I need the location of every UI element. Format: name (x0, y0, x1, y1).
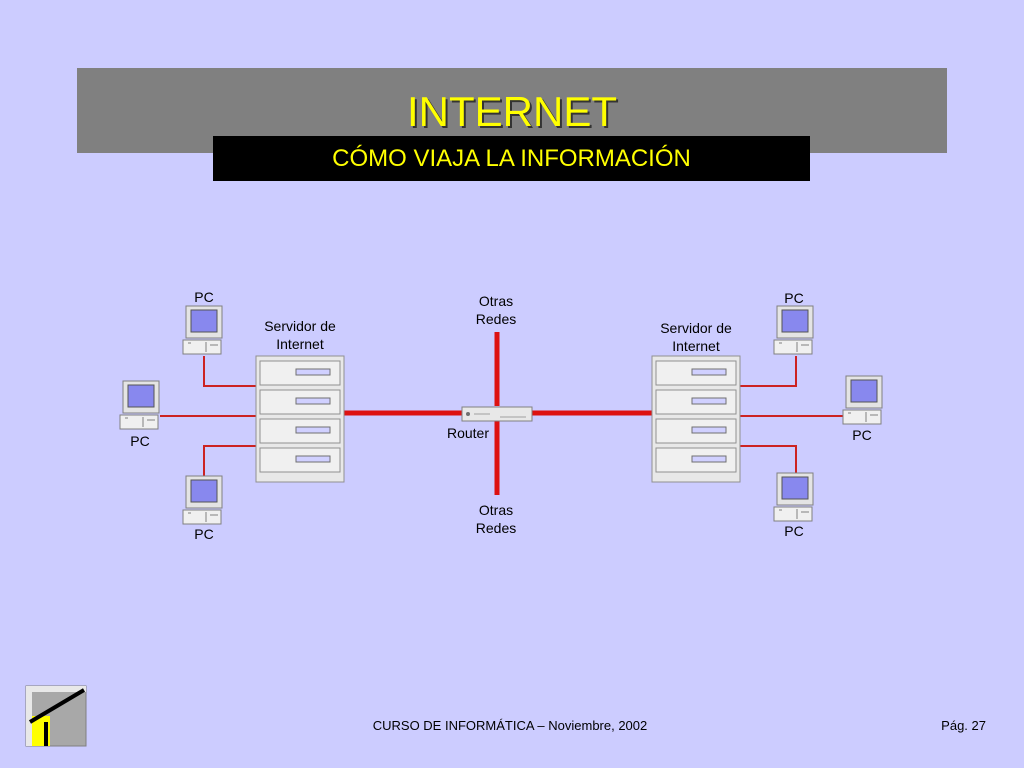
slide-title: INTERNET (407, 88, 617, 135)
label-line: Otras (478, 293, 514, 309)
logo-icon (25, 685, 87, 747)
label-line: Redes (475, 311, 517, 327)
router-icon (461, 406, 533, 422)
pc-label: PC (784, 523, 804, 539)
pc-label: PC (194, 526, 214, 542)
pc-icon (842, 375, 883, 425)
page-number: Pág. 27 (941, 718, 986, 733)
label-line: Internet (672, 338, 720, 354)
label-line: Servidor de (264, 318, 336, 334)
pc-label: PC (194, 289, 214, 305)
pc-label: PC (784, 290, 804, 306)
pc-icon (119, 380, 160, 430)
left-wires (160, 356, 256, 476)
pc-label: PC (852, 427, 872, 443)
pc-icon (182, 305, 223, 355)
backbone-links (344, 332, 652, 495)
pc-icon (182, 475, 223, 525)
pc-label: PC (130, 433, 150, 449)
subtitle-box (213, 136, 810, 181)
pc-icon (773, 305, 814, 355)
right-server-label: Servidor de Internet (644, 319, 748, 355)
footer-course: CURSO DE INFORMÁTICA – Noviembre, 2002 (372, 718, 648, 733)
label-line: Redes (475, 520, 517, 536)
left-server-label: Servidor de Internet (248, 317, 352, 353)
other-networks-bottom-label: Otras Redes (456, 501, 536, 537)
router-label: Router (446, 425, 490, 441)
left-server-icon (255, 355, 345, 483)
pc-icon (773, 472, 814, 522)
label-line: Otras (478, 502, 514, 518)
label-line: Servidor de (660, 320, 732, 336)
right-wires (740, 356, 846, 476)
other-networks-top-label: Otras Redes (456, 292, 536, 328)
right-server-icon (651, 355, 741, 483)
label-line: Internet (276, 336, 324, 352)
slide-subtitle: CÓMO VIAJA LA INFORMACIÓN (332, 145, 691, 172)
